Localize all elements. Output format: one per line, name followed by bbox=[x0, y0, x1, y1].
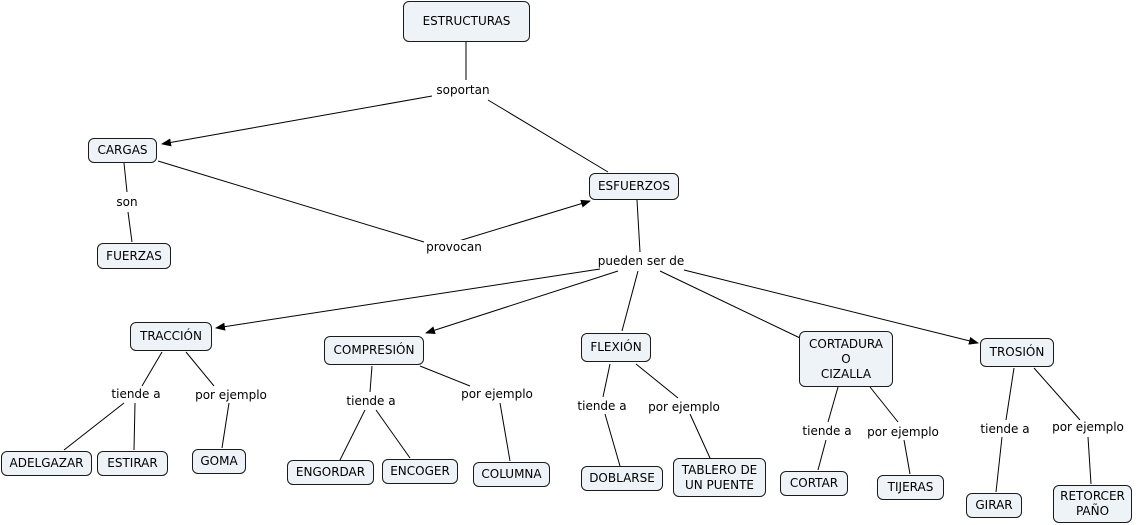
link-trosion-tiende-a: tiende a bbox=[978, 422, 1032, 436]
link-flexion-por-ejemplo: por ejemplo bbox=[646, 400, 722, 414]
node-tijeras[interactable]: TIJERAS bbox=[877, 475, 944, 500]
node-estructuras[interactable]: ESTRUCTURAS bbox=[403, 1, 530, 42]
node-goma[interactable]: GOMA bbox=[192, 449, 246, 474]
node-cortadura[interactable]: CORTADURA O CIZALLA bbox=[799, 331, 893, 387]
link-cortadura-tiende-a: tiende a bbox=[800, 424, 854, 438]
link-compresion-por-ejemplo: por ejemplo bbox=[459, 387, 535, 401]
node-compresion[interactable]: COMPRESIÓN bbox=[324, 336, 424, 365]
node-adelgazar[interactable]: ADELGAZAR bbox=[1, 451, 92, 476]
node-doblarse[interactable]: DOBLARSE bbox=[581, 466, 663, 491]
node-traccion[interactable]: TRACCIÓN bbox=[130, 322, 212, 351]
node-cortar[interactable]: CORTAR bbox=[780, 471, 848, 496]
link-soportan: soportan bbox=[434, 83, 492, 97]
node-encoger[interactable]: ENCOGER bbox=[382, 459, 458, 484]
node-esfuerzos[interactable]: ESFUERZOS bbox=[589, 173, 679, 200]
node-retorcer[interactable]: RETORCER PAÑO bbox=[1053, 485, 1132, 523]
link-traccion-tiende-a: tiende a bbox=[109, 387, 163, 401]
link-cortadura-por-ejemplo: por ejemplo bbox=[865, 425, 941, 439]
node-engordar[interactable]: ENGORDAR bbox=[287, 460, 374, 485]
node-fuerzas[interactable]: FUERZAS bbox=[97, 243, 171, 269]
link-traccion-por-ejemplo: por ejemplo bbox=[193, 388, 269, 402]
link-trosion-por-ejemplo: por ejemplo bbox=[1050, 420, 1126, 434]
link-pueden-ser-de: pueden ser de bbox=[595, 254, 687, 268]
link-flexion-tiende-a: tiende a bbox=[575, 399, 629, 413]
node-estirar[interactable]: ESTIRAR bbox=[97, 451, 168, 476]
node-tablero[interactable]: TABLERO DE UN PUENTE bbox=[673, 458, 766, 497]
link-compresion-tiende-a: tiende a bbox=[344, 394, 398, 408]
node-flexion[interactable]: FLEXIÓN bbox=[581, 333, 651, 362]
node-girar[interactable]: GIRAR bbox=[966, 493, 1022, 518]
node-cargas[interactable]: CARGAS bbox=[88, 138, 157, 163]
link-provocan: provocan bbox=[424, 240, 484, 254]
node-columna[interactable]: COLUMNA bbox=[473, 462, 550, 487]
link-son: son bbox=[114, 195, 140, 209]
node-trosion[interactable]: TROSIÓN bbox=[980, 338, 1054, 367]
